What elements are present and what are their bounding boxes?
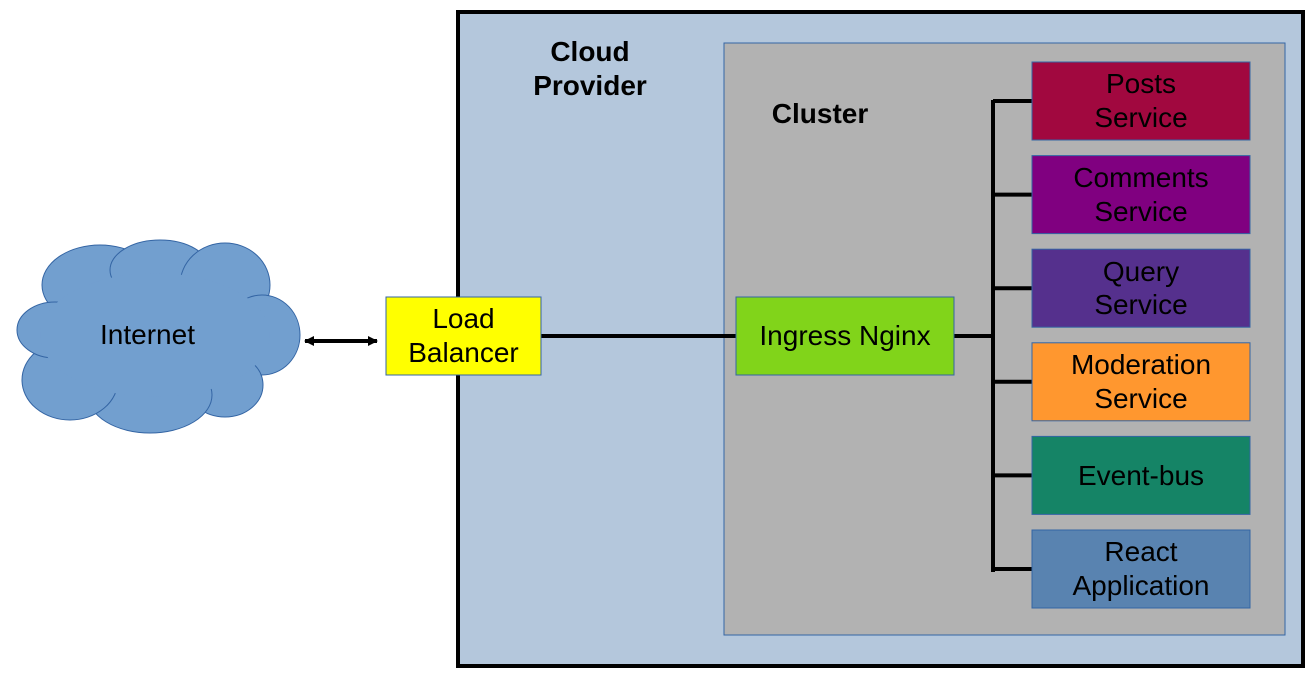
react-application-label: React Application [1072, 536, 1210, 601]
query-service-label: Query Service [1094, 255, 1188, 321]
event-bus-box [1031, 435, 1251, 515]
cluster-label: Cluster [771, 98, 869, 130]
load-balancer-box [385, 296, 542, 376]
load-balancer-label: Load Balancer [408, 303, 519, 368]
internet-label: Internet [100, 319, 195, 351]
react-application-box [1031, 529, 1251, 609]
moderation-service-box [1031, 342, 1251, 422]
internet-cloud-icon [16, 239, 301, 434]
posts-service-box [1031, 61, 1251, 141]
services-group [1031, 61, 1251, 609]
moderation-service-label: Moderation Service [1070, 349, 1212, 414]
cloud-provider-label: Cloud Provider [533, 36, 647, 101]
posts-service-label: Posts Service [1094, 68, 1188, 133]
ingress-nginx-label: Ingress Nginx [759, 320, 931, 352]
comments-service-label: Comments Service [1073, 162, 1209, 227]
comments-service-box [1031, 155, 1251, 235]
event-bus-label: Event-bus [1077, 459, 1205, 491]
ingress-nginx-box [735, 296, 955, 376]
query-service-box [1031, 248, 1251, 328]
